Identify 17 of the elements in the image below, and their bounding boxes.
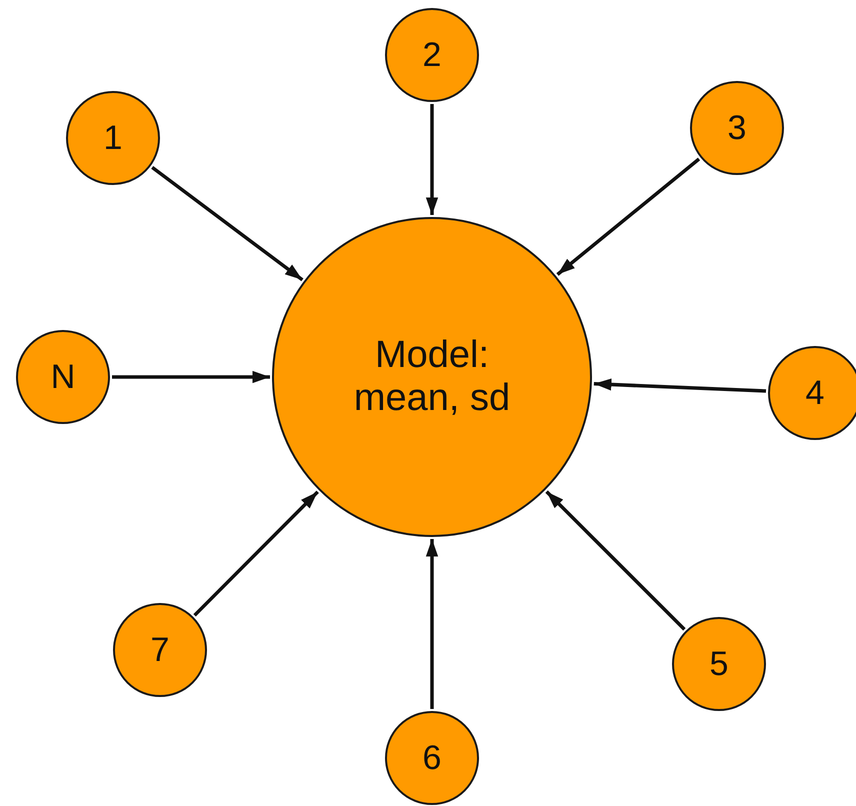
- arrow: [556, 158, 700, 276]
- node-number: 7: [150, 630, 170, 670]
- node-number: 1: [104, 118, 122, 158]
- arrow: [426, 539, 438, 709]
- arrow: [151, 166, 304, 282]
- node-number: 3: [728, 108, 746, 148]
- arrow: [545, 490, 686, 631]
- arrow: [193, 490, 319, 617]
- arrow: [426, 104, 438, 215]
- model-label: Model: mean, sd: [352, 334, 512, 420]
- node-number: 2: [422, 36, 442, 74]
- arrow: [594, 378, 766, 393]
- node-number: 4: [806, 374, 824, 412]
- node-number: 6: [422, 738, 442, 778]
- node-number: 5: [710, 644, 728, 684]
- arrow: [112, 370, 270, 384]
- node-number: N: [50, 358, 76, 396]
